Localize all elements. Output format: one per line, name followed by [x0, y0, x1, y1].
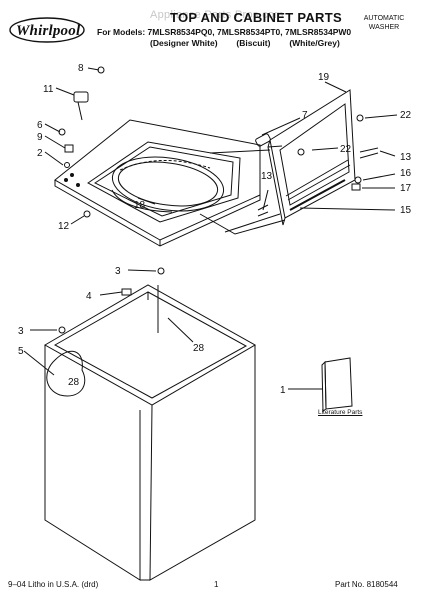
literature-parts-label: Literature Parts [318, 409, 363, 416]
callout-7: 7 [302, 110, 308, 121]
appliance-type-line-2: WASHER [368, 24, 400, 31]
callout-8: 8 [78, 63, 84, 74]
whirlpool-logo [9, 17, 85, 43]
callout-16: 16 [400, 168, 412, 179]
callout-9: 9 [37, 132, 43, 143]
callout-4: 4 [86, 291, 92, 302]
callout-1: 1 [280, 385, 286, 396]
lid-hinge [255, 133, 271, 147]
washer-lid [267, 89, 356, 226]
callout-17: 17 [400, 183, 412, 194]
callout-6: 6 [37, 120, 43, 131]
callout-18: 18 [134, 200, 146, 211]
appliance-type-line-1: AUTOMATIC [363, 15, 405, 22]
variants-line: (Designer White) (Biscuit) (White/Grey) [150, 38, 340, 48]
literature-booklet [321, 357, 353, 412]
callout-3-upper: 3 [115, 266, 121, 277]
callout-13-right: 13 [400, 152, 412, 163]
callout-11: 11 [43, 84, 54, 95]
callout-19: 19 [318, 72, 330, 83]
callout-28-left: 28 [68, 377, 80, 388]
callout-numbers: 8 11 6 9 2 12 7 19 22 22 13 13 16 17 15 … [18, 63, 412, 396]
callout-15: 15 [400, 205, 412, 216]
callout-5: 5 [18, 346, 24, 357]
callout-2: 2 [37, 148, 43, 159]
callout-22-upper: 22 [400, 110, 412, 121]
washer-cabinet [43, 284, 257, 581]
footer-page-number: 1 [214, 580, 219, 589]
callout-22-lower: 22 [340, 144, 352, 155]
footer-litho: 9–04 Litho in U.S.A. (drd) [8, 580, 99, 589]
page-title: TOP AND CABINET PARTS [170, 10, 342, 25]
watermark-text: Appliance Parts Pros.com [150, 9, 284, 21]
callout-13-left: 13 [261, 171, 273, 182]
callout-12: 12 [58, 221, 70, 232]
footer-part-number: Part No. 8180544 [335, 580, 398, 589]
callout-28-right: 28 [193, 343, 205, 354]
washer-top-panel [54, 119, 261, 247]
callout-3-lower: 3 [18, 326, 24, 337]
models-line: For Models: 7MLSR8534PQ0, 7MLSR8534PT0, … [97, 27, 352, 37]
appliance-type: AUTOMATIC WASHER [349, 14, 419, 32]
brand-name: Whirlpool [16, 23, 81, 39]
